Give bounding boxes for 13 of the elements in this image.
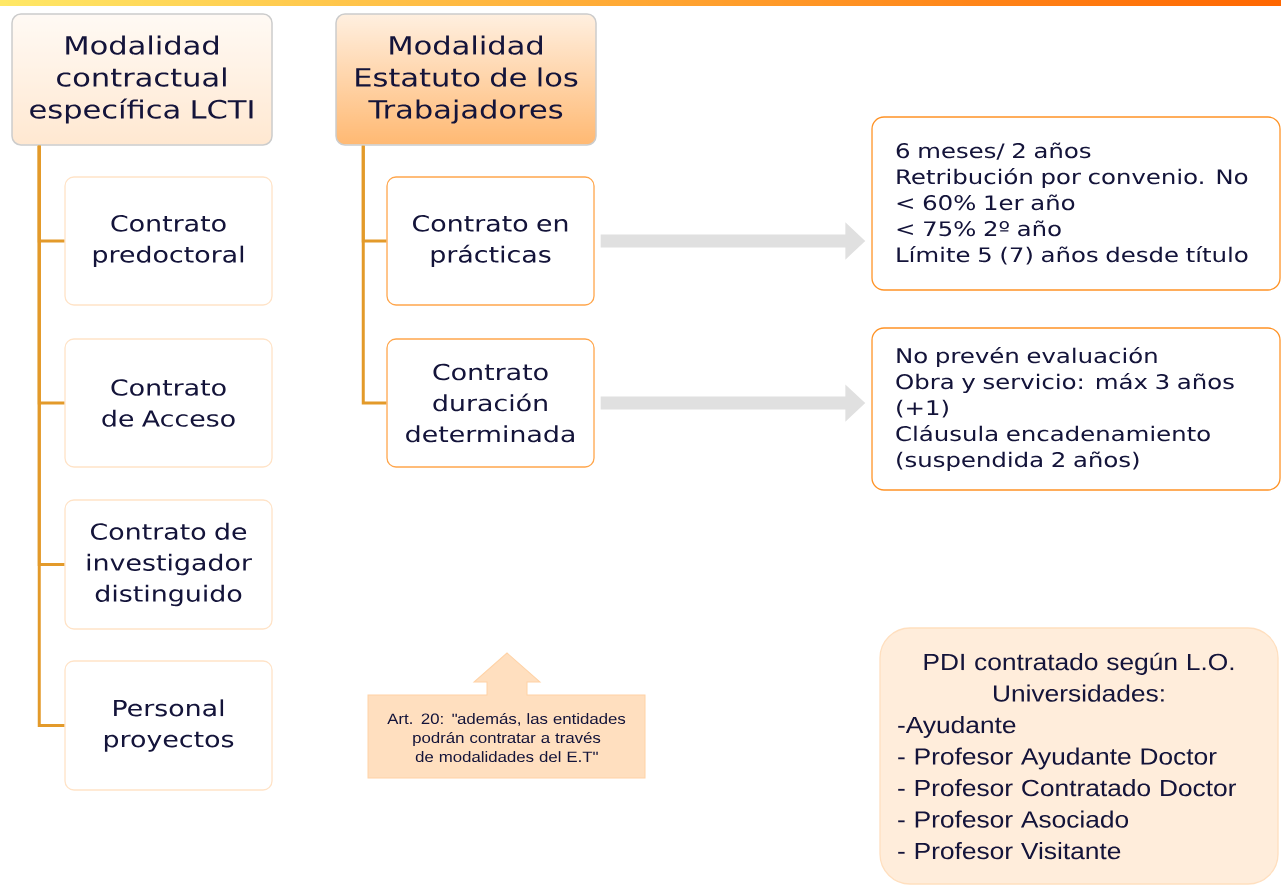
heading-box: Modalidad Estatuto de los Trabajadores	[335, 13, 597, 146]
tree-connector	[37, 145, 65, 727]
note-box: 6 meses/ 2 años Retribución por convenio. No < 60% 1er año < 75% 2º año Límite 5 (7) años desde título	[871, 116, 1281, 291]
contract-box: Contrato predoctoral	[64, 176, 273, 306]
contract-box: Contrato de investigador distinguido	[64, 499, 273, 630]
note-box: No prevén evaluación Obra y servicio: máx 3 años (+1) Cláusula encadenamiento (suspendida 2 años)	[871, 327, 1281, 491]
tree-connector	[361, 145, 387, 405]
contract-box: Personal proyectos	[64, 660, 273, 791]
contract-box: Contrato de Acceso	[64, 338, 273, 468]
contract-box: Contrato duración determinada	[386, 338, 595, 468]
contract-box: Contrato en prácticas	[386, 176, 595, 306]
heading-box: Modalidad contractual específica LCTI	[11, 13, 273, 146]
list-box: PDI contratado según L.O. Universidades: -Ayudante - Profesor Ayudante Doctor - Profesor Contratado Doctor - Profesor Asociado - Profesor Visitante	[879, 627, 1279, 885]
